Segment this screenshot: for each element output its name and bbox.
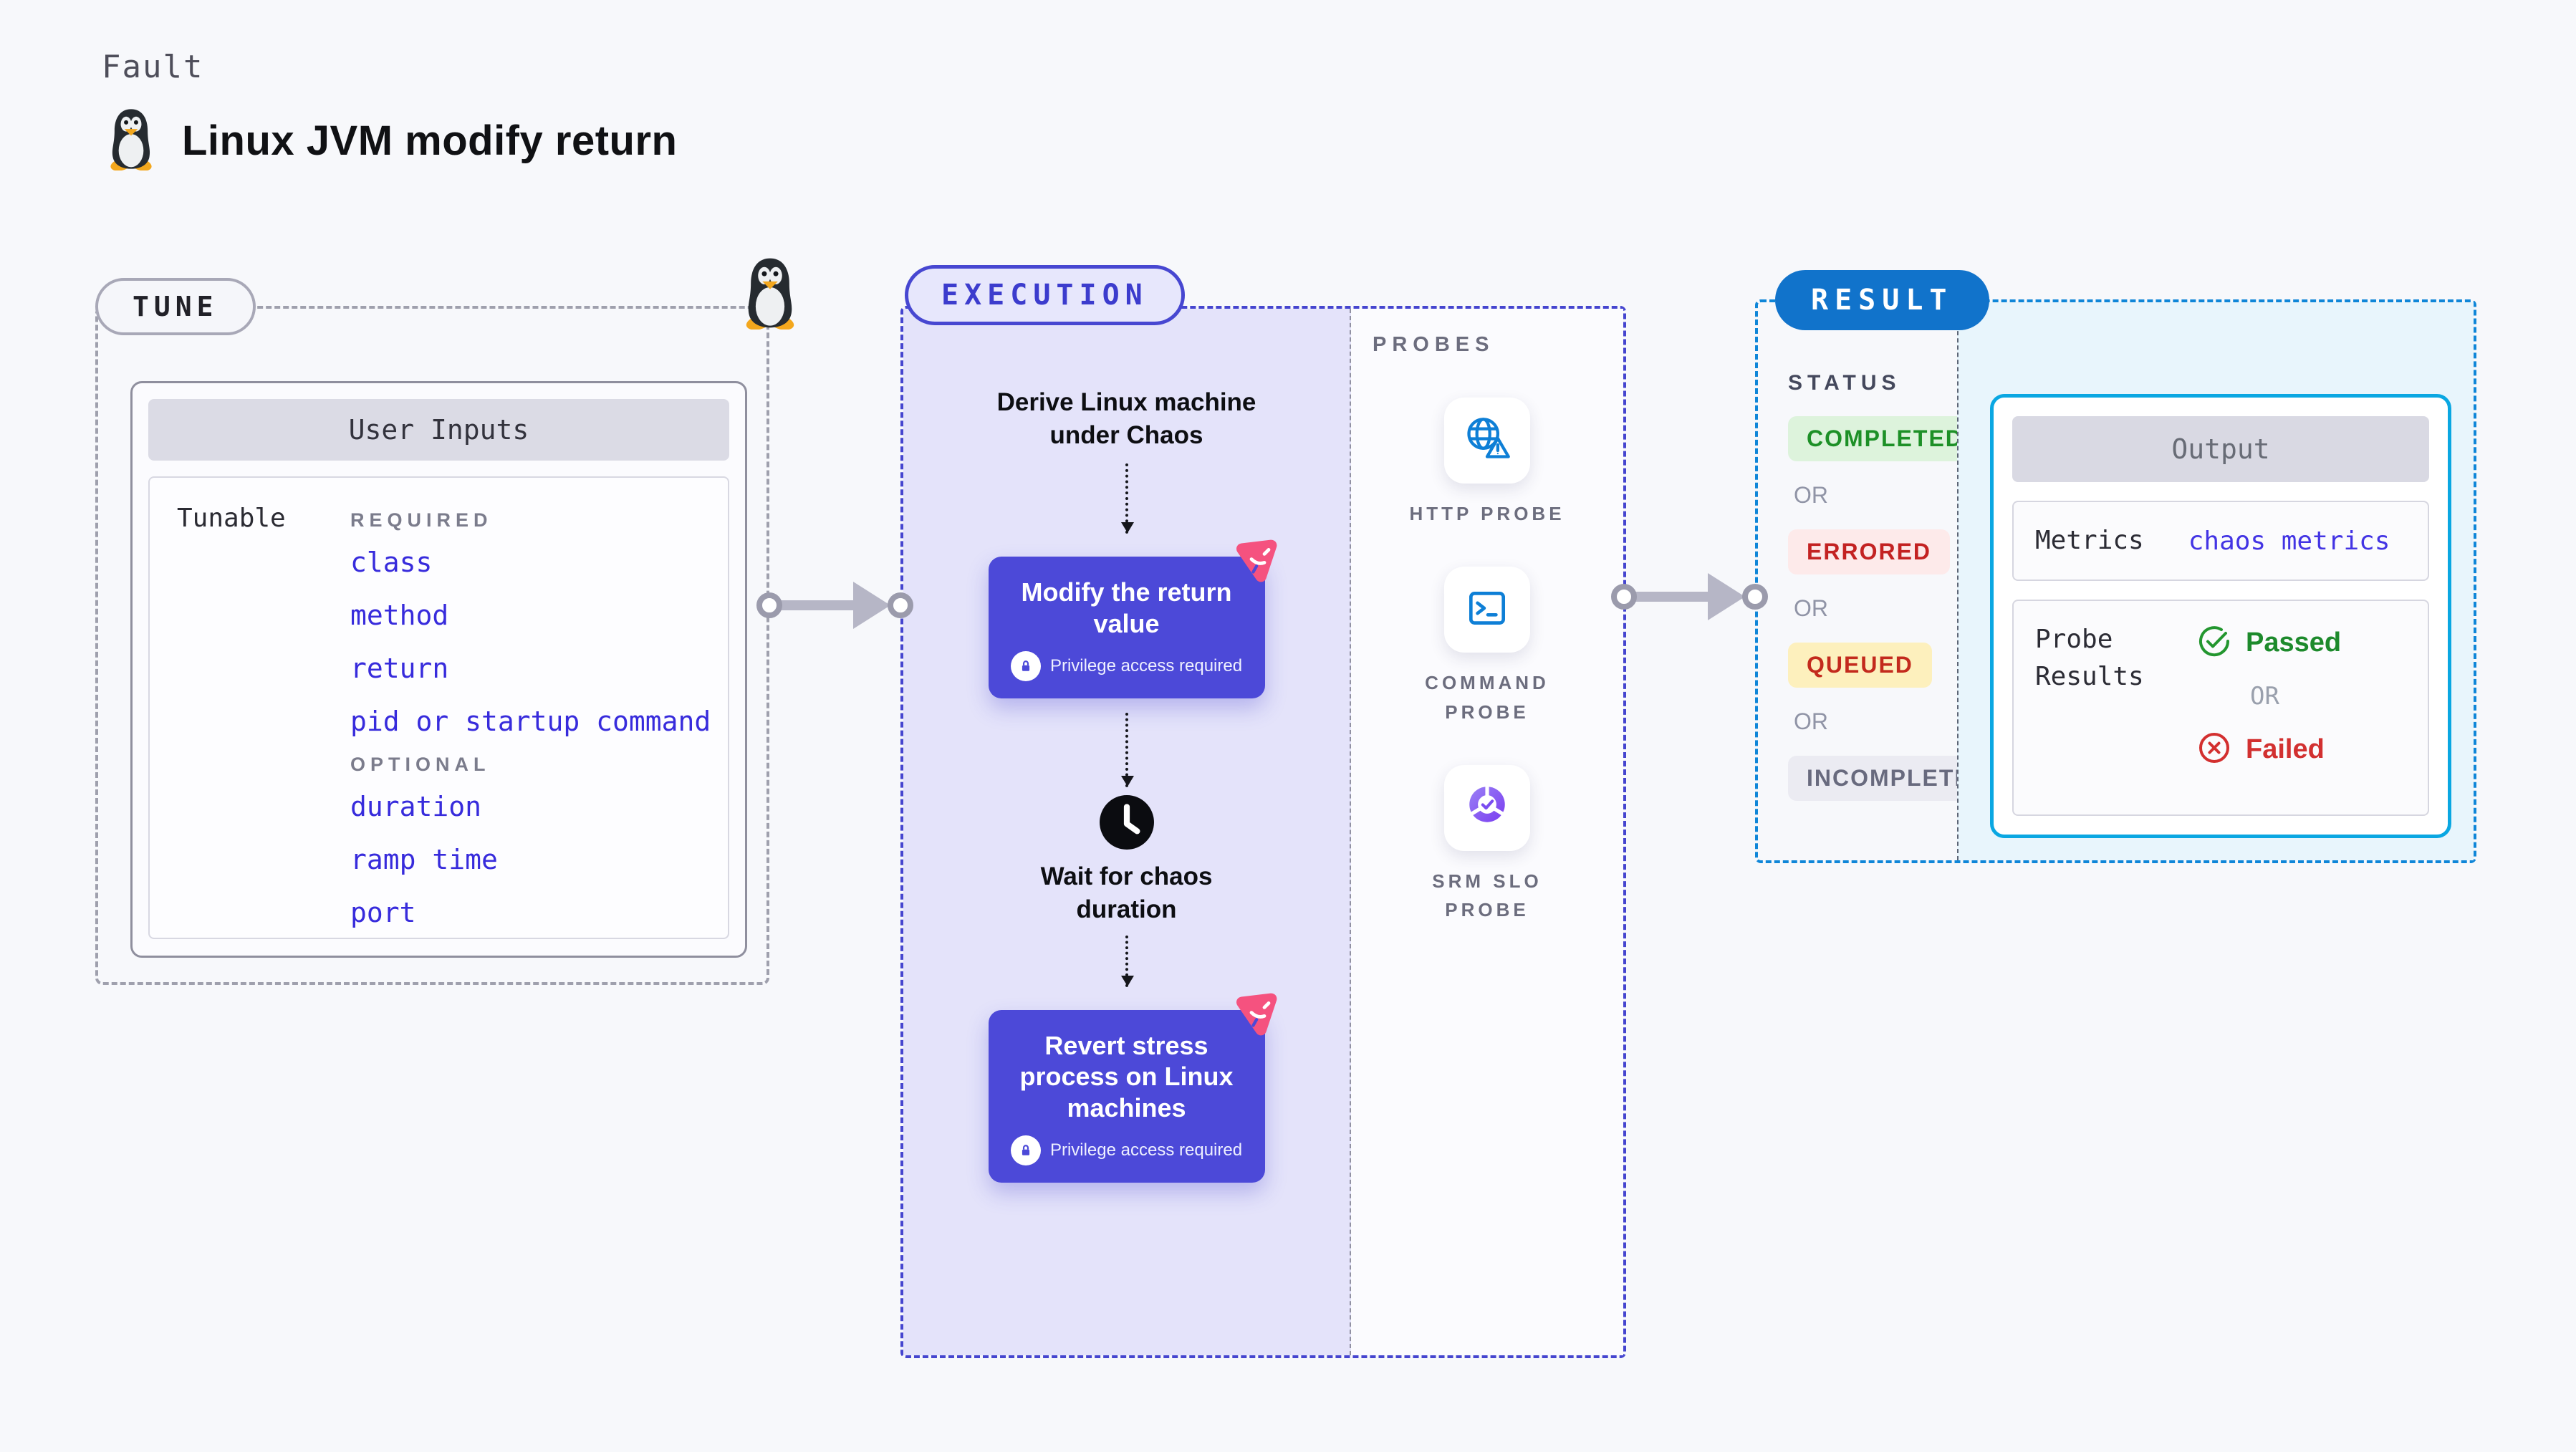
execution-flow-zone: Derive Linux machine under Chaos Modify … <box>903 309 1351 1355</box>
param-link-class[interactable]: class <box>350 547 433 578</box>
page-header: Linux JVM modify return <box>105 107 677 174</box>
result-section: STATUS COMPLETED OR ERRORED OR QUEUED OR… <box>1755 299 2476 863</box>
step-title: Revert stress process on Linux machines <box>1019 1030 1234 1123</box>
arrow-head <box>1708 573 1745 620</box>
tune-section <box>95 306 769 985</box>
user-inputs-title: User Inputs <box>148 399 729 461</box>
probe-name: SRM SLO PROBE <box>1432 870 1542 921</box>
page-title: Linux JVM modify return <box>182 117 678 164</box>
connector-dot <box>1611 584 1637 610</box>
probe-results-label: Probe Results <box>2035 625 2144 692</box>
failed-result: Failed <box>2197 731 2341 769</box>
srm-slo-probe-card <box>1444 764 1530 851</box>
wait-duration-text: Wait for chaos duration <box>1040 862 1213 924</box>
flow-connector-arrow <box>1120 935 1134 987</box>
probe-results-row: Probe Results Passed OR <box>2012 600 2429 817</box>
lock-icon <box>1010 1135 1041 1166</box>
globe-alert-icon <box>1463 415 1512 467</box>
connector-dot <box>756 592 782 618</box>
passed-label: Passed <box>2246 628 2342 658</box>
flow-connector-arrow <box>1120 463 1134 534</box>
privilege-text: Privilege access required <box>1049 1140 1243 1160</box>
probe-item-srm-slo: SRM SLO PROBE <box>1404 764 1570 925</box>
flow-connector-arrow <box>1120 713 1134 788</box>
result-status-column: STATUS COMPLETED OR ERRORED OR QUEUED OR… <box>1758 302 2008 860</box>
or-label: OR <box>1794 482 1828 508</box>
output-title: Output <box>2012 416 2429 482</box>
status-label: STATUS <box>1788 371 1901 395</box>
derive-machine-text: Derive Linux machine under Chaos <box>996 388 1256 450</box>
probe-name: HTTP PROBE <box>1409 503 1565 524</box>
fault-category-label: Fault <box>102 49 204 85</box>
param-link-return[interactable]: return <box>350 653 449 684</box>
chaos-metrics-link[interactable]: chaos metrics <box>2188 526 2390 556</box>
tune-pill: TUNE <box>95 278 256 335</box>
command-probe-card <box>1444 567 1530 653</box>
chaos-fault-icon <box>1228 989 1284 1044</box>
linux-tux-icon <box>739 256 801 333</box>
probe-item-command: COMMAND PROBE <box>1404 567 1570 726</box>
step-modify-return-value: Modify the return value Privilege access… <box>988 539 1277 699</box>
arrow-shaft <box>1633 592 1714 602</box>
connector-dot <box>888 592 913 618</box>
failed-label: Failed <box>2246 734 2325 765</box>
tunable-params: REQUIRED class method return pid or star… <box>350 504 711 938</box>
param-link-ramp-time[interactable]: ramp time <box>350 844 498 875</box>
privilege-badge: Privilege access required <box>1006 1135 1248 1166</box>
http-probe-card <box>1444 398 1530 484</box>
privilege-badge: Privilege access required <box>1006 651 1248 682</box>
tunable-label: Tunable <box>177 504 286 533</box>
execution-pill: EXECUTION <box>905 265 1185 325</box>
linux-tux-icon <box>105 107 158 174</box>
required-label: REQUIRED <box>350 509 493 531</box>
step-revert-stress-process: Revert stress process on Linux machines … <box>988 993 1277 1183</box>
probes-section: PROBES <box>1351 309 1623 1355</box>
privilege-text: Privilege access required <box>1049 656 1243 676</box>
arrow-head <box>853 582 890 629</box>
probes-label: PROBES <box>1373 333 1495 356</box>
param-link-duration[interactable]: duration <box>350 791 482 822</box>
step-title: Modify the return value <box>1021 577 1232 639</box>
chaos-fault-icon <box>1228 535 1284 590</box>
passed-result: Passed <box>2197 624 2341 662</box>
arrow-shaft <box>778 600 859 610</box>
status-badge-queued: QUEUED <box>1788 643 1932 688</box>
param-link-port[interactable]: port <box>350 897 416 928</box>
result-output-zone: Output Metrics chaos metrics Probe Resul… <box>1957 302 2474 860</box>
slo-donut-icon <box>1464 782 1511 833</box>
optional-label: OPTIONAL <box>350 754 491 775</box>
user-inputs-card: User Inputs Tunable REQUIRED class metho… <box>130 381 747 958</box>
probe-name: COMMAND PROBE <box>1425 672 1549 723</box>
param-link-pid-or-startup-command[interactable]: pid or startup command <box>350 706 711 737</box>
x-circle-icon <box>2197 731 2231 769</box>
terminal-icon <box>1464 585 1511 635</box>
metrics-row: Metrics chaos metrics <box>2012 501 2429 582</box>
or-label: OR <box>1794 595 1828 621</box>
result-pill: RESULT <box>1775 270 1989 330</box>
param-link-method[interactable]: method <box>350 600 449 631</box>
or-label: OR <box>1794 708 1828 734</box>
output-card: Output Metrics chaos metrics Probe Resul… <box>1990 394 2451 839</box>
status-badge-errored: ERRORED <box>1788 529 1951 574</box>
status-badge-completed: COMPLETED <box>1788 416 1982 461</box>
metrics-label: Metrics <box>2035 526 2144 555</box>
execution-section: Derive Linux machine under Chaos Modify … <box>900 306 1626 1358</box>
or-label: OR <box>2250 682 2279 711</box>
user-inputs-body: Tunable REQUIRED class method return pid… <box>148 476 729 939</box>
connector-dot <box>1742 584 1768 610</box>
probe-item-http: HTTP PROBE <box>1404 398 1570 528</box>
check-circle-icon <box>2197 624 2231 662</box>
clock-icon <box>1099 794 1155 850</box>
lock-icon <box>1010 651 1041 682</box>
